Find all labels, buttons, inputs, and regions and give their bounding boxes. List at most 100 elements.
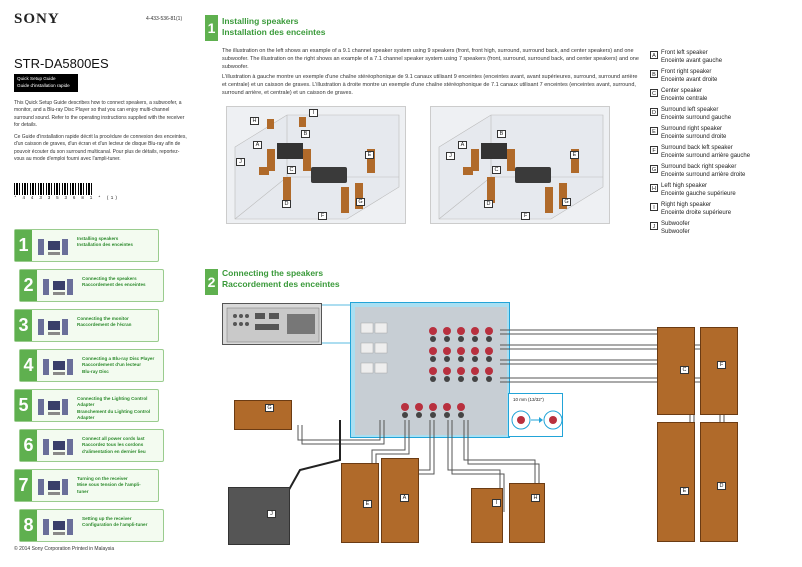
step-label: Connecting the speakers Raccordement des… [82,276,146,288]
room-right-label-g: G [562,198,571,206]
power-cord-icon [41,435,75,457]
room-7-1-drawing [438,114,604,220]
legend-text-en: Subwoofer [661,221,690,227]
step-number: 2 [20,270,37,301]
section1-title: Installing speakers Installation des enc… [222,16,325,39]
quick-setup-badge: Quick Setup Guide Guide d'installation r… [14,74,78,92]
section2-title: Connecting the speakers Raccordement des… [222,268,340,291]
intro-fr: Ce Guide d'installation rapide décrit la… [14,134,187,162]
step-number: 7 [15,470,32,501]
zoom-lines [322,304,352,344]
step-label: Setting up the receiver Configuration de… [82,516,148,528]
legend-text-en: Left high speaker [661,183,708,189]
barcode [14,183,92,195]
section1-title-fr: Installation des enceintes [222,27,326,38]
brand-logo: SONY [14,11,60,27]
conn-label-g: G [265,404,274,412]
room-left-label-i: I [309,109,318,117]
quick-setup-fr: Guide d'installation rapide [17,82,70,88]
step-number: 8 [20,510,37,541]
conn-label-e-left: E [363,500,372,508]
lighting-adapter-icon [36,395,70,417]
legend-key: G [650,165,658,173]
legend-text-fr: Enceinte surround arrière droite [661,171,746,178]
room-9-1-illustration [226,106,406,224]
room-right-label-e: E [570,151,579,159]
room-left-label-d: D [282,200,291,208]
section1-para-fr: L'illustration à gauche montre un exempl… [222,74,638,96]
step-number: 5 [15,390,32,421]
legend-text-fr: Enceinte centrale [661,95,708,102]
legend-key: J [650,222,658,230]
conn-label-a: A [400,494,409,502]
legend-text-en: Surround left speaker [661,107,719,113]
subwoofer [228,487,290,545]
legend-text-fr: Enceinte surround arrière gauche [661,152,751,159]
section2-number: 2 [205,269,218,295]
room-left-label-c: C [287,166,296,174]
intro-text: This Quick Setup Guide describes how to … [14,100,189,168]
section1-title-en: Installing speakers [222,16,299,26]
bluray-player-icon [41,355,75,377]
copyright: © 2014 Sony Corporation Printed in Malay… [14,546,115,552]
step-number: 1 [15,230,32,261]
legend-text-fr: Enceinte surround droite [661,133,727,140]
section2-title-en: Connecting the speakers [222,268,324,278]
room-9-1-drawing [234,114,400,220]
step-8: 8 Setting up the receiver Configuration d… [19,509,164,542]
step-1: 1 Installing speakers Installation des en… [14,229,159,262]
room-left-label-e: E [365,151,374,159]
room-left-label-j: J [236,158,245,166]
room-left-label-b: B [301,130,310,138]
conn-label-d: D [717,482,726,490]
legend-key: F [650,146,658,154]
room-right-label-a: A [458,141,467,149]
legend-text-en: Front left speaker [661,50,708,56]
speaker-center [234,400,292,430]
room-left-label-f: F [318,212,327,220]
legend-text-en: Surround right speaker [661,126,723,132]
legend-key: D [650,108,658,116]
legend-text-en: Right high speaker [661,202,712,208]
step-label: Connecting a Blu-ray Disc Player Raccord… [82,356,155,374]
receiver-rear-drawing [226,307,320,343]
wire-prep-inset: 10 mm (13/32") [508,393,563,437]
section1-para-en: The illustration on the left shows an ex… [222,48,639,70]
speaker-f-tall [700,327,738,415]
section2-title-fr: Raccordement des enceintes [222,279,340,290]
legend-text-en: Surround back left speaker [661,145,733,151]
step-label: Connect all power cords last Raccordez t… [82,436,146,454]
room-right-label-j: J [446,152,455,160]
power-on-icon [36,475,70,497]
room-right-label-c: C [492,166,501,174]
speakers-icon [36,235,70,257]
step-label: Installing speakers Installation des enc… [77,236,133,248]
conn-label-h: H [531,494,540,502]
legend-text-fr: Enceinte avant droite [661,76,718,83]
wire-drawing [511,410,563,430]
step-7: 7 Turning on the receiver Mise sous tensi… [14,469,159,502]
step-label: Turning on the receiver Mise sous tensio… [77,476,141,494]
legend-text-fr: Subwoofer [661,228,690,235]
part-number: 4-433-536-81(1) [146,16,183,22]
speaker-terminals-zoom [350,302,510,438]
